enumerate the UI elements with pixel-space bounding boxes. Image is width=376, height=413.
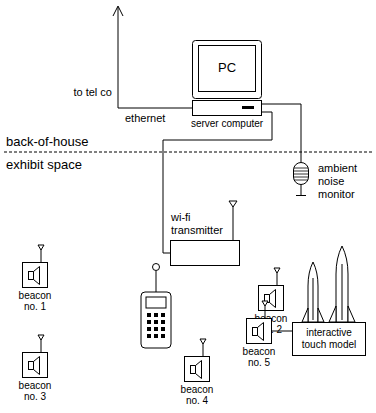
mic-grille: [294, 168, 308, 169]
antenna-tip: [274, 268, 280, 273]
speaker-body: [29, 362, 34, 370]
mic-stand: [301, 184, 302, 195]
speaker-body: [29, 272, 34, 280]
speaker-body: [191, 366, 196, 374]
mic-base: [296, 195, 306, 196]
arrow-head: [113, 6, 123, 16]
node-label: beacon no. 3: [13, 380, 57, 402]
computer-node: PCserver computer: [192, 40, 262, 116]
node-label: beacon no. 5: [237, 346, 281, 368]
antenna-tip: [153, 264, 160, 271]
antenna-tip: [38, 335, 44, 340]
handheld-device: [141, 264, 171, 349]
box-node: interactive touch model: [292, 322, 366, 356]
node-label: ambient noise monitor: [318, 162, 368, 201]
mic-grille: [294, 171, 308, 172]
speaker-cone: [34, 267, 40, 285]
rocket-models: [302, 246, 355, 322]
box-text: interactive touch model: [298, 327, 360, 351]
beacon-node: beacon no. 1: [22, 262, 48, 288]
wifi-node: wi-fi transmitter: [170, 240, 240, 266]
beacon-node: beacon no. 5: [246, 318, 272, 344]
computer-symbol: [192, 40, 262, 116]
beacon-node: beacon no. 4: [184, 356, 210, 382]
rocket-detail: [313, 278, 314, 320]
rocket: [336, 246, 348, 322]
device-antenna: [156, 271, 157, 292]
node-label: beacon no. 4: [175, 384, 219, 406]
speaker-cone: [258, 323, 264, 341]
line-label: to tel co: [40, 86, 112, 99]
node-label: wi-fi transmitter: [171, 211, 227, 237]
node-label: beacon no. 1: [13, 290, 57, 312]
antenna-tip: [229, 201, 237, 207]
speaker-body: [253, 328, 258, 336]
beacon-node: beacon no. 2: [258, 285, 284, 311]
screen-text: PC: [192, 60, 262, 75]
connector-line: [262, 104, 301, 162]
device-screen: [146, 297, 166, 308]
line-label: ethernet: [125, 112, 165, 125]
beacon-symbol: [22, 334, 48, 378]
zone-label: back-of-house: [6, 134, 88, 149]
microphone-symbol: [290, 162, 312, 196]
antenna-mast: [233, 205, 234, 241]
node-label: server computer: [191, 118, 263, 130]
device-body: [141, 292, 171, 348]
zone-label: exhibit space: [6, 157, 82, 172]
rocket-fin: [329, 306, 336, 322]
computer-case: [193, 101, 262, 116]
device-keypad: [147, 313, 165, 338]
beacon-symbol: [258, 267, 284, 311]
antenna-tip: [200, 339, 206, 344]
mic-grille: [294, 177, 308, 178]
beacon-symbol: [184, 338, 210, 382]
connector-line: [163, 112, 272, 253]
mic-node: ambient noise monitor: [290, 162, 312, 196]
drive-slot: [242, 106, 254, 109]
speaker-cone: [270, 290, 276, 308]
mic-head: [294, 163, 309, 185]
zone-divider: [4, 152, 372, 153]
mic-grille: [294, 180, 308, 181]
speaker-cone: [34, 357, 40, 375]
rocket: [308, 262, 318, 322]
speaker-cone: [196, 361, 202, 379]
antenna-tip: [262, 301, 268, 306]
antenna-tip: [38, 245, 44, 250]
rocket-fin: [318, 308, 324, 322]
rocket-detail: [342, 264, 343, 320]
monitor-outline: [193, 41, 262, 99]
beacon-node: beacon no. 3: [22, 352, 48, 378]
ethernet-line: [118, 7, 192, 108]
rocket-fin: [302, 308, 308, 322]
rocket-fin: [348, 306, 355, 322]
beacon-symbol: [22, 244, 48, 288]
mic-grille: [294, 174, 308, 175]
beacon-symbol: [246, 300, 272, 344]
